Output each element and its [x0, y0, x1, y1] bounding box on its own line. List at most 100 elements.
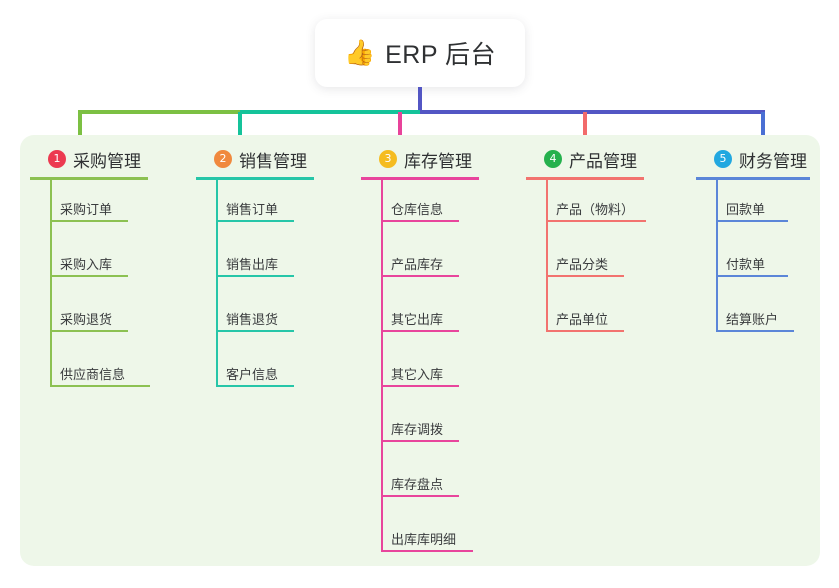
root-node-card[interactable]: 👍 ERP 后台	[315, 19, 525, 87]
leaf-node[interactable]: 采购入库	[50, 235, 132, 277]
leaf-underline	[216, 275, 294, 277]
leaf-node[interactable]: 采购退货	[50, 290, 132, 332]
connector-stub-3	[398, 112, 402, 145]
connector-segment-1	[78, 110, 240, 114]
leaf-node[interactable]: 库存调拨	[381, 400, 463, 442]
leaf-underline	[381, 385, 459, 387]
leaf-node[interactable]: 产品单位	[546, 290, 628, 332]
branch-badge-4: 4	[544, 150, 562, 168]
leaf-underline	[381, 495, 459, 497]
branch-header-3[interactable]: 3 库存管理	[361, 146, 472, 172]
branch-spine-3	[381, 180, 383, 552]
leaf-node[interactable]: 客户信息	[216, 345, 298, 387]
branch-column-1: 1 采购管理采购订单采购入库采购退货供应商信息	[30, 146, 150, 387]
leaf-label: 销售出库	[226, 257, 279, 272]
branch-title-2: 销售管理	[239, 151, 307, 171]
leaf-node[interactable]: 采购订单	[50, 180, 132, 222]
root-node-title: ERP 后台	[385, 41, 497, 69]
leaf-label: 采购退货	[60, 312, 113, 327]
leaf-label: 出库库明细	[391, 532, 457, 547]
branch-header-4[interactable]: 4 产品管理	[526, 146, 637, 172]
leaf-label: 其它出库	[391, 312, 444, 327]
leaf-underline	[546, 220, 646, 222]
leaf-node[interactable]: 出库库明细	[381, 510, 477, 552]
branch-column-4: 4 产品管理产品（物料） 产品分类产品单位	[526, 146, 646, 332]
leaf-underline	[216, 220, 294, 222]
leaf-node[interactable]: 产品库存	[381, 235, 463, 277]
leaf-label: 库存盘点	[391, 477, 444, 492]
connector-segment-3	[420, 110, 765, 114]
branch-spine-1	[50, 180, 52, 387]
branch-spine-5	[716, 180, 718, 332]
leaf-node[interactable]: 销售订单	[216, 180, 298, 222]
branch-spine-2	[216, 180, 218, 387]
leaf-underline	[50, 385, 150, 387]
leaf-node[interactable]: 销售出库	[216, 235, 298, 277]
branch-column-3: 3 库存管理仓库信息产品库存其它出库其它入库库存调拨库存盘点出库库明细	[361, 146, 479, 552]
connector-stub-2	[238, 112, 242, 145]
branch-spine-4	[546, 180, 548, 332]
leaf-underline	[381, 220, 459, 222]
leaf-node[interactable]: 回款单	[716, 180, 792, 222]
leaf-label: 采购入库	[60, 257, 113, 272]
leaf-label: 产品分类	[556, 257, 609, 272]
connector-stub-4	[583, 112, 587, 145]
connector-segment-2	[240, 110, 420, 114]
leaf-underline	[50, 275, 128, 277]
branch-underline-4	[526, 177, 644, 180]
leaf-node[interactable]: 仓库信息	[381, 180, 463, 222]
leaf-node[interactable]: 产品（物料）	[546, 180, 650, 222]
leaf-node[interactable]: 销售退货	[216, 290, 298, 332]
leaf-label: 回款单	[726, 202, 766, 217]
branch-badge-5: 5	[714, 150, 732, 168]
leaf-node[interactable]: 库存盘点	[381, 455, 463, 497]
leaf-underline	[216, 385, 294, 387]
thumbs-up-icon: 👍	[343, 38, 376, 67]
leaf-label: 销售退货	[226, 312, 279, 327]
leaf-underline	[381, 550, 473, 552]
leaf-underline	[546, 330, 624, 332]
leaf-label: 产品库存	[391, 257, 444, 272]
leaf-node[interactable]: 产品分类	[546, 235, 628, 277]
branch-title-5: 财务管理	[739, 151, 807, 171]
branch-badge-1: 1	[48, 150, 66, 168]
leaf-label: 采购订单	[60, 202, 113, 217]
branch-title-1: 采购管理	[73, 151, 141, 171]
leaf-label: 客户信息	[226, 367, 279, 382]
branch-header-1[interactable]: 1 采购管理	[30, 146, 141, 172]
leaf-node[interactable]: 供应商信息	[50, 345, 154, 387]
leaf-node[interactable]: 结算账户	[716, 290, 798, 332]
leaf-underline	[381, 275, 459, 277]
branch-badge-3: 3	[379, 150, 397, 168]
leaf-node[interactable]: 付款单	[716, 235, 792, 277]
branch-header-5[interactable]: 5 财务管理	[696, 146, 807, 172]
leaf-label: 销售订单	[226, 202, 279, 217]
leaf-label: 仓库信息	[391, 202, 444, 217]
branch-title-3: 库存管理	[404, 151, 472, 171]
connector-stub-5	[761, 112, 765, 145]
leaf-underline	[716, 275, 788, 277]
leaf-label: 结算账户	[726, 312, 779, 327]
branch-underline-3	[361, 177, 479, 180]
leaf-underline	[50, 220, 128, 222]
branch-title-4: 产品管理	[569, 151, 637, 171]
leaf-underline	[50, 330, 128, 332]
leaf-label: 其它入库	[391, 367, 444, 382]
branches-panel	[20, 135, 820, 566]
leaf-label: 付款单	[726, 257, 766, 272]
leaf-underline	[716, 330, 794, 332]
branch-underline-1	[30, 177, 148, 180]
branch-underline-2	[196, 177, 314, 180]
leaf-node[interactable]: 其它出库	[381, 290, 463, 332]
leaf-label: 供应商信息	[60, 367, 126, 382]
leaf-node[interactable]: 其它入库	[381, 345, 463, 387]
leaf-underline	[216, 330, 294, 332]
leaf-label: 库存调拨	[391, 422, 444, 437]
leaf-label: 产品（物料）	[556, 202, 635, 217]
branch-underline-5	[696, 177, 810, 180]
leaf-underline	[381, 440, 459, 442]
leaf-underline	[381, 330, 459, 332]
